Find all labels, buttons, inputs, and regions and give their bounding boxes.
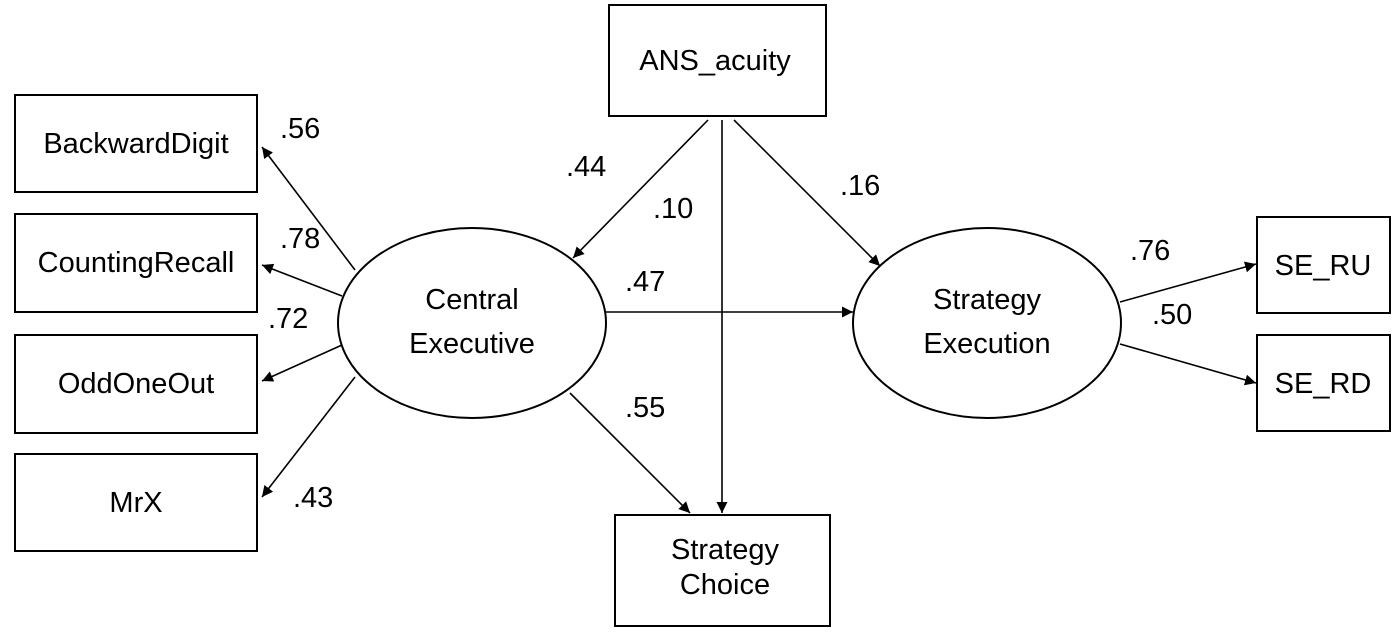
- node-mrx-label: MrX: [109, 487, 162, 519]
- path-execution-to-se-rd: [1119, 343, 1257, 386]
- coef-ans-choice: .10: [653, 193, 693, 225]
- node-strategy-execution-label-line2: Execution: [923, 328, 1050, 360]
- coefficients: .56 .78 .72 .43 .44 .10 .16 .47 .55 .76 …: [268, 113, 1192, 514]
- path-ce-to-mrx: [261, 376, 356, 498]
- node-central-executive-label-line1: Central: [425, 284, 519, 316]
- coef-ans-ce: .44: [566, 151, 606, 183]
- path-ce-to-backward-digit: [261, 146, 356, 271]
- node-se-rd: SE_RD: [1256, 334, 1391, 432]
- node-strategy-choice-label-line2: Choice: [680, 569, 770, 601]
- coef-ce-backward-digit: .56: [280, 113, 320, 145]
- node-central-executive-label-line2: Executive: [409, 328, 535, 360]
- path-ce-to-odd-one-out: [261, 344, 343, 382]
- coef-ce-mrx: .43: [293, 482, 333, 514]
- node-central-executive: Central Executive: [337, 227, 607, 419]
- node-counting-recall: CountingRecall: [14, 213, 258, 313]
- node-ans-acuity: ANS_acuity: [608, 4, 827, 117]
- node-counting-recall-label: CountingRecall: [38, 247, 235, 279]
- node-backward-digit-label: BackwardDigit: [43, 128, 228, 160]
- path-ce-to-choice: [569, 392, 691, 514]
- node-odd-one-out-label: OddOneOut: [58, 368, 214, 400]
- coef-ce-choice: .55: [625, 392, 665, 424]
- node-ans-acuity-label: ANS_acuity: [639, 45, 791, 77]
- path-ans-to-ce: [572, 119, 709, 259]
- path-ans-to-execution: [733, 119, 881, 267]
- coef-ce-counting-recall: .78: [280, 223, 320, 255]
- path-execution-to-se-ru: [1119, 261, 1257, 303]
- coef-ce-execution: .47: [625, 266, 665, 298]
- node-strategy-choice: Strategy Choice: [614, 514, 831, 627]
- node-se-ru: SE_RU: [1256, 216, 1391, 314]
- node-se-ru-label: SE_RU: [1275, 250, 1372, 282]
- node-mrx: MrX: [14, 453, 258, 552]
- paths: [261, 119, 1257, 514]
- node-strategy-execution-label-line1: Strategy: [933, 284, 1041, 316]
- node-strategy-execution: Strategy Execution: [852, 227, 1122, 419]
- node-se-rd-label: SE_RD: [1275, 368, 1372, 400]
- coef-execution-se-ru: .76: [1130, 235, 1170, 267]
- node-odd-one-out: OddOneOut: [14, 334, 258, 434]
- coef-execution-se-rd: .50: [1152, 299, 1192, 331]
- coef-ans-execution: .16: [840, 170, 880, 202]
- path-ce-to-counting-recall: [261, 263, 343, 297]
- node-backward-digit: BackwardDigit: [14, 94, 258, 193]
- node-strategy-choice-label-line1: Strategy: [671, 534, 779, 566]
- coef-ce-odd-one-out: .72: [268, 303, 308, 335]
